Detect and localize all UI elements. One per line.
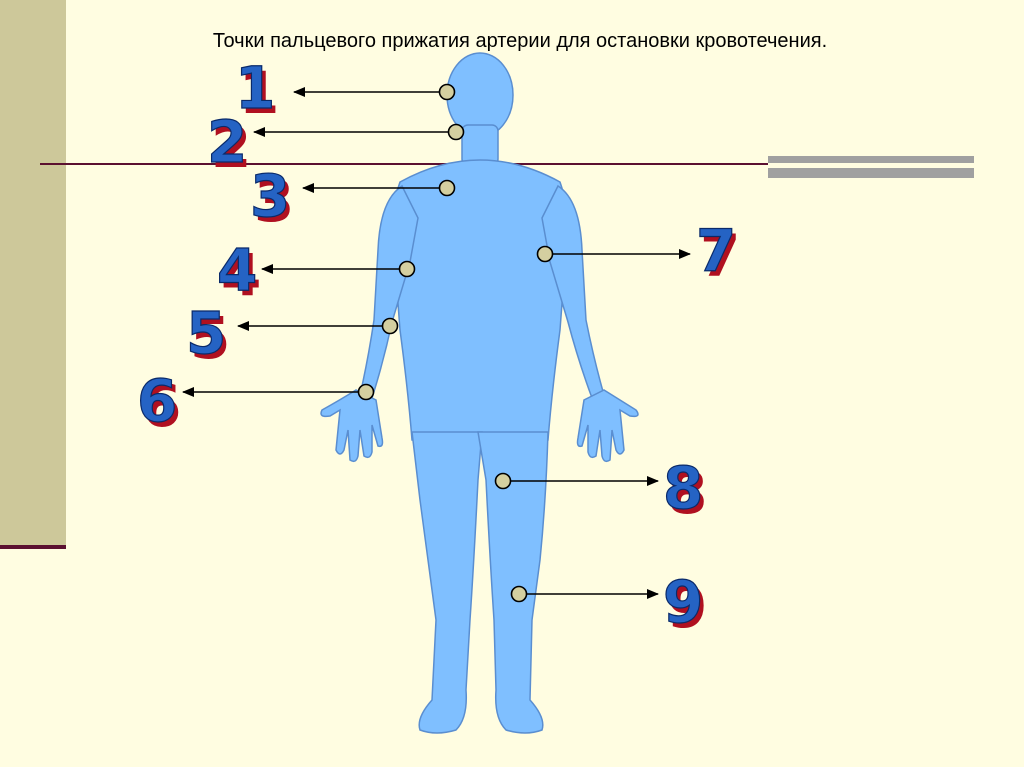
point-marker-2 [449,125,464,140]
point-marker-9 [512,587,527,602]
point-marker-8 [496,474,511,489]
point-marker-3 [440,181,455,196]
number-7: 7 [696,217,736,285]
point-marker-6 [359,385,374,400]
point-marker-1 [440,85,455,100]
number-5: 5 [186,299,226,367]
number-9: 9 [663,568,703,636]
number-4: 4 [217,236,257,304]
point-marker-7 [538,247,553,262]
point-marker-4 [400,262,415,277]
number-6: 6 [137,367,177,435]
number-8: 8 [663,454,703,522]
number-3: 3 [250,162,290,230]
number-2: 2 [207,108,247,176]
point-marker-5 [383,319,398,334]
